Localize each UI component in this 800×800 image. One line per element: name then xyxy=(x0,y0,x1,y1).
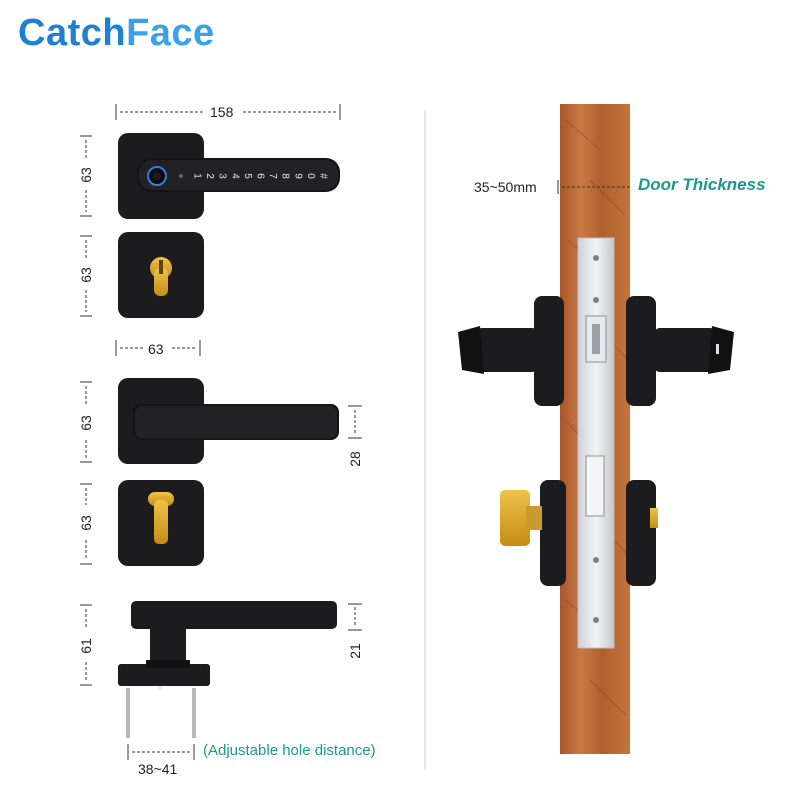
cylinder-height-dim-top xyxy=(80,235,92,317)
door-upper-handle-assembly xyxy=(458,296,734,406)
brand-logo-part1: Catch xyxy=(18,12,127,54)
hole-distance-dim xyxy=(127,744,195,760)
rose-height-dim-top xyxy=(80,135,92,217)
side-lever-height-label: 21 xyxy=(347,643,363,659)
keypad-digit: 7 xyxy=(267,173,278,179)
lever-handle-front xyxy=(118,378,339,464)
keypad-digit: 8 xyxy=(280,173,291,179)
keypad-digit: 6 xyxy=(255,173,266,179)
cylinder-height-label-lower: 63 xyxy=(78,515,94,531)
door-thickness-dim xyxy=(557,180,630,194)
rose-width-dim xyxy=(115,340,201,356)
lever-height-dim xyxy=(348,405,362,439)
rose-height-dim-lower xyxy=(80,381,92,463)
brand-logo: CatchFace xyxy=(18,12,215,55)
cylinder-rose-lower xyxy=(118,480,204,566)
hole-distance-note: (Adjustable hole distance) xyxy=(203,742,376,759)
width-dimension-line xyxy=(115,104,341,120)
keypad-digit: 3 xyxy=(217,173,228,179)
rose-height-label-top: 63 xyxy=(78,167,94,183)
brand-logo-part2: Face xyxy=(126,12,215,54)
keypad-digit: 9 xyxy=(292,173,303,179)
cylinder-height-dim-lower xyxy=(80,483,92,565)
smart-handle-front xyxy=(118,133,340,219)
hole-distance-label: 38~41 xyxy=(138,761,178,777)
keypad-digit: 0 xyxy=(305,173,316,179)
keypad-digit: # xyxy=(318,173,329,179)
rose-width-label: 63 xyxy=(148,341,164,357)
keypad-digit: 1 xyxy=(192,173,203,179)
cylinder-rose-top xyxy=(118,232,204,318)
mortise-lock-body xyxy=(577,237,615,649)
handle-side-view xyxy=(118,601,337,738)
door-thickness-label: Door Thickness xyxy=(638,175,766,194)
keypad-digit: 5 xyxy=(242,173,253,179)
side-lever-height-dim xyxy=(348,603,362,631)
width-label: 158 xyxy=(210,104,234,120)
keypad-digit: 2 xyxy=(204,173,215,179)
door-thickness-range: 35~50mm xyxy=(474,179,537,195)
cylinder-height-label-top: 63 xyxy=(78,267,94,283)
lever-height-label: 28 xyxy=(347,451,363,467)
keypad-digit: 4 xyxy=(229,173,240,179)
door-lower-deadbolt-assembly xyxy=(500,480,658,586)
side-height-dim xyxy=(80,604,92,686)
side-height-label: 61 xyxy=(78,638,94,654)
rose-height-label-lower: 63 xyxy=(78,415,94,431)
